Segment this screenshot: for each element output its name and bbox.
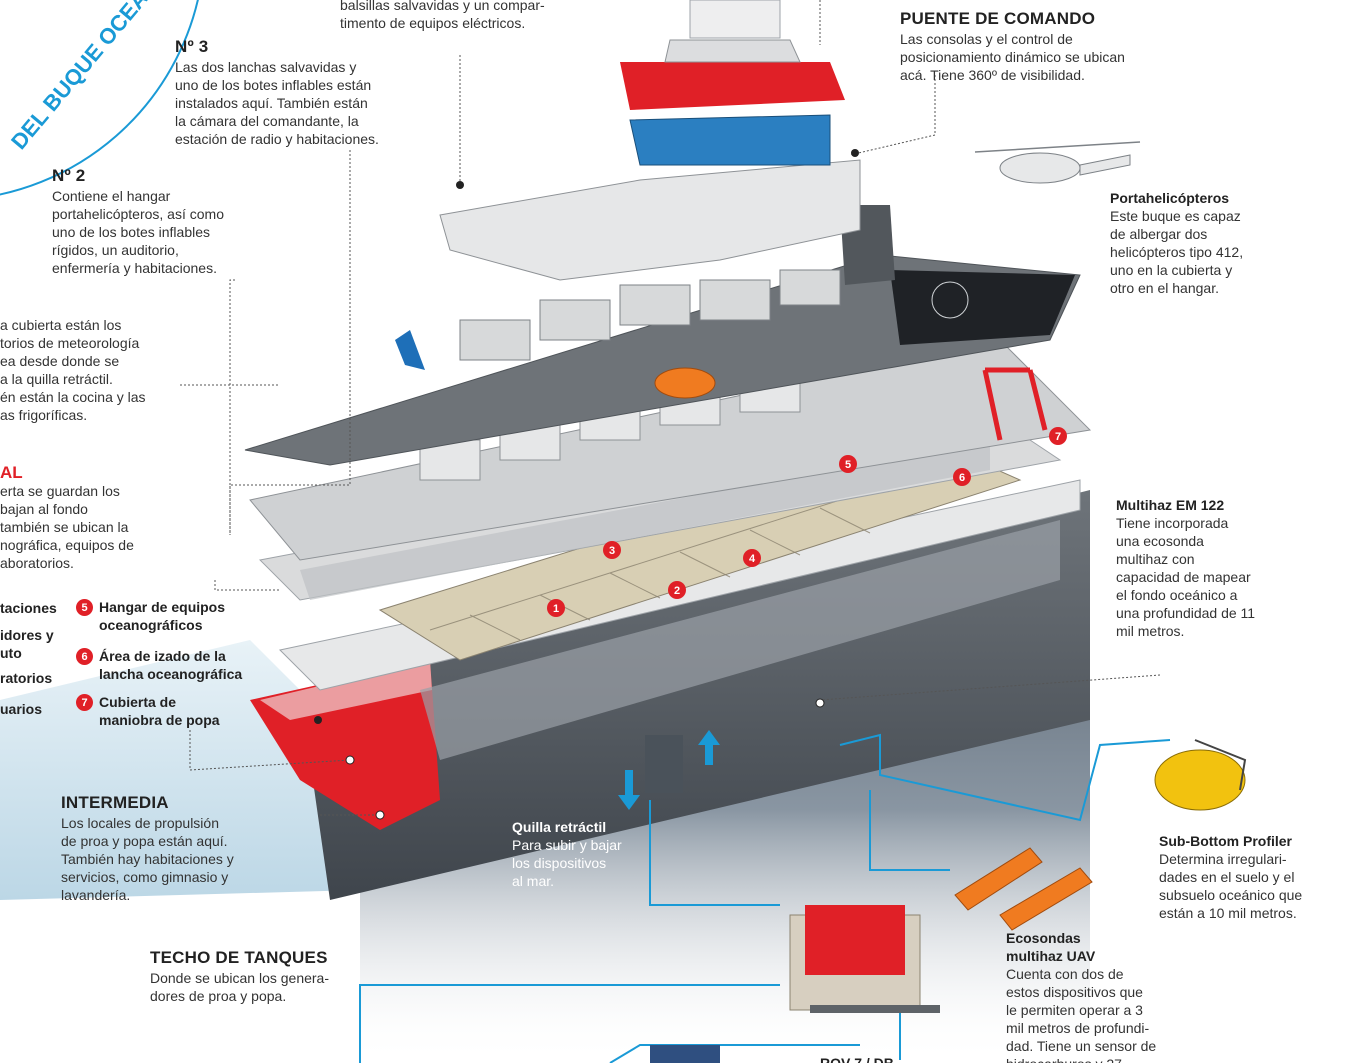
- deck-1-partial-block: a cubierta están los torios de meteorolo…: [0, 317, 146, 423]
- deck-3-block: Nº 3 Las dos lanchas salvavidas y uno de…: [175, 37, 379, 148]
- uav-sondes: [954, 847, 1093, 931]
- sub-bottom-title: Sub-Bottom Profiler: [1159, 833, 1292, 849]
- deck-2-block: Nº 2 Contiene el hangar portahelicóptero…: [52, 166, 224, 277]
- tank-top-title: TECHO DE TANQUES: [150, 948, 328, 967]
- mast: [689, 0, 781, 39]
- rov-title: ROV 7 / DB: [820, 1055, 894, 1063]
- marker-5: 5: [845, 459, 851, 471]
- bridge-windows: [629, 114, 831, 166]
- marker-6: 6: [959, 472, 965, 484]
- helicopter: [974, 141, 1141, 184]
- bridge-title: PUENTE DE COMANDO: [900, 9, 1096, 28]
- sub-bottom-block: Sub-Bottom Profiler Determina irregulari…: [1159, 833, 1303, 921]
- marker-1: 1: [553, 603, 559, 615]
- marker-2: 2: [674, 585, 680, 597]
- bridge-block: PUENTE DE COMANDO Las consolas y el cont…: [900, 9, 1125, 84]
- legend-partial-left: taciones idores y uto ratorios uarios: [0, 600, 57, 717]
- main-deck-partial-block: AL erta se guardan los bajan al fondo ta…: [0, 463, 134, 572]
- intermediate-block: INTERMEDIA Los locales de propulsión de …: [61, 793, 234, 904]
- legend-badge-5: 5: [76, 599, 93, 616]
- solar-panel: [650, 1045, 720, 1063]
- keel-block: Quilla retráctil Para subir y bajar los …: [512, 819, 622, 889]
- bridge-deck: [439, 159, 861, 281]
- intermediate-title: INTERMEDIA: [61, 793, 169, 812]
- top-partial-text: balsillas salvavidas y un compar- timent…: [340, 0, 545, 31]
- rov: [789, 905, 940, 1013]
- legend-badge-6: 6: [76, 648, 93, 665]
- deck-3-title: Nº 3: [175, 37, 209, 56]
- multibeam-title: Multihaz EM 122: [1116, 497, 1225, 513]
- uav-title: Ecosondas multihaz UAV: [1006, 930, 1096, 964]
- lifeboat: [654, 367, 716, 399]
- blue-crane: [395, 330, 425, 370]
- marker-3: 3: [609, 545, 615, 557]
- bridge-red-band: [620, 62, 845, 110]
- deck-2-title: Nº 2: [52, 166, 86, 185]
- sub-bottom-profiler: [1154, 739, 1247, 811]
- upper-deck: [244, 254, 1081, 466]
- rov-partial-block: ROV 7 / DB: [820, 1054, 894, 1063]
- tank-top-block: TECHO DE TANQUES Donde se ubican los gen…: [150, 948, 330, 1005]
- marker-4: 4: [749, 553, 756, 565]
- keel-arrows: [618, 730, 720, 810]
- title-arc: [0, 0, 199, 196]
- uav-block: Ecosondas multihaz UAV Cuenta con dos de…: [1006, 930, 1157, 1063]
- multibeam-block: Multihaz EM 122 Tiene incorporada una ec…: [1116, 497, 1256, 639]
- retractable-keel: [645, 735, 683, 793]
- legend-badge-7: 7: [76, 694, 93, 711]
- keel-title: Quilla retráctil: [512, 819, 607, 835]
- helicopter-block: Portahelicópteros Este buque es capaz de…: [1110, 190, 1244, 296]
- helipad: [890, 270, 1075, 345]
- main-deck-title: AL: [0, 463, 23, 482]
- marker-7: 7: [1055, 431, 1061, 443]
- helicopter-title: Portahelicópteros: [1110, 190, 1230, 206]
- deck-markers: 1 2 3 4 5 6 7: [547, 427, 1067, 617]
- stern-crane: [982, 367, 1048, 441]
